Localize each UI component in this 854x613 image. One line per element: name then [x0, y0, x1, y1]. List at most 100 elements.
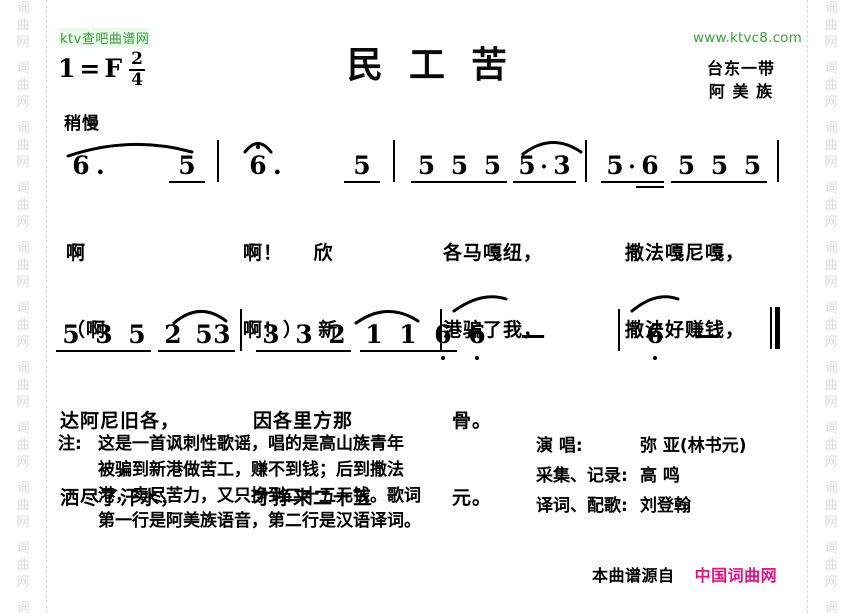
- lyrics-m2: 啊！ 欣 啊！） 新: [243, 190, 338, 395]
- watermark-group: 词曲网: [808, 120, 854, 180]
- note-m4-5: 5: [738, 153, 767, 184]
- time-signature-numerator: 2: [129, 49, 145, 71]
- note-m1-1: 6: [66, 153, 96, 184]
- low-octave-dot: [653, 356, 657, 360]
- staff-line-1: 6 . 5 6 .: [52, 136, 808, 188]
- source-attribution: 本曲谱源自 中国词曲网: [592, 562, 777, 586]
- note-number: 6: [646, 320, 664, 349]
- lyrics-m3: 各马嘎纽， 港骗了我，: [443, 190, 543, 395]
- note-m6-2: 3: [289, 320, 337, 353]
- lyrics-m7: 骨。 元。: [452, 358, 492, 563]
- staff-line-2: 5 3 5 2 5 3: [52, 295, 808, 360]
- note-number: 5: [417, 151, 436, 180]
- final-barline-thin: [770, 307, 772, 349]
- watermark-char: 词: [16, 241, 30, 256]
- lyrics-m4: 撒法嘎尼嘎， 撒法好赚钱，: [625, 190, 745, 395]
- note-m3-5: 3: [548, 153, 576, 184]
- lyric-row-1: 啊: [66, 242, 87, 265]
- watermark-char: 词: [824, 601, 838, 613]
- time-signature: 2 4: [129, 51, 145, 88]
- watermark-char: 曲: [16, 318, 30, 333]
- watermark-char: 词: [824, 421, 838, 436]
- key-tonic: 1: [58, 54, 76, 84]
- note-m2-1: 6: [243, 153, 273, 184]
- note-m5-2: 3: [89, 322, 137, 353]
- watermark-char: 网: [16, 335, 30, 350]
- augmentation-dot-m1: .: [96, 151, 105, 180]
- watermark-column-right: 词曲网词曲网词曲网词曲网词曲网词曲网词曲网词曲网词曲网词曲网词曲网: [807, 0, 854, 613]
- lyric-row-2: 洒尽了汗水，: [60, 487, 181, 510]
- low-octave-dot: [441, 356, 445, 360]
- credit-label: 演 唱:: [536, 436, 583, 456]
- final-barline: [770, 305, 780, 349]
- note-number: 3: [262, 320, 280, 349]
- note-m3-1: 5: [411, 151, 460, 184]
- watermark-char: 词: [824, 241, 838, 256]
- note-number: 5: [677, 151, 696, 180]
- note-m6-3: 2: [323, 320, 351, 353]
- lyrics-m5: 达阿尼旧各， 洒尽了汗水，: [60, 358, 180, 563]
- watermark-char: 词: [16, 121, 30, 136]
- lyric-row-1: 因各里方那: [253, 410, 354, 433]
- watermark-group: 词曲网: [808, 480, 854, 540]
- key-letter: F: [104, 54, 123, 84]
- note-number: 5: [518, 151, 536, 180]
- note-number: 3: [295, 320, 313, 349]
- barline-2: [393, 140, 395, 182]
- watermark-char: 网: [16, 395, 30, 410]
- barline-1: [217, 140, 219, 182]
- watermark-group: 词曲网: [808, 240, 854, 300]
- low-octave-dot: [475, 356, 479, 360]
- watermark-char: 词: [16, 301, 30, 316]
- barline-6: [440, 309, 442, 351]
- note-line: 第一行是阿美族语音，第二行是汉语译词。: [98, 511, 421, 532]
- barline-5: [240, 309, 242, 351]
- measure-5: 5 3 5 2 5 3: [52, 305, 240, 353]
- note-m3-2: 5: [444, 153, 493, 184]
- watermark-group: 词曲网: [0, 300, 46, 360]
- performance-note: 注: 这是一首讽刺性歌谣，唱的是高山族青年被骗到新港做苦工，赚不到钱；后到撒法港…: [58, 432, 538, 535]
- credit-label: 译词、配歌:: [536, 495, 628, 516]
- watermark-char: 网: [16, 455, 30, 470]
- watermark-char: 曲: [824, 318, 838, 333]
- note-number: 6: [249, 151, 267, 180]
- note-m5-6: 3: [210, 322, 234, 353]
- note-m2-2: 5: [344, 153, 380, 184]
- watermark-char: 词: [16, 541, 30, 556]
- lyrics-m1: 啊 （啊: [66, 190, 106, 395]
- watermark-char: 曲: [824, 18, 838, 33]
- note-number: 6: [72, 151, 90, 180]
- watermark-char: 词: [16, 1, 30, 16]
- watermark-char: 词: [16, 481, 30, 496]
- watermark-char: 网: [824, 515, 838, 530]
- watermark-char: 网: [824, 215, 838, 230]
- note-m4-2: 6: [636, 153, 664, 188]
- ktv-site-url: www.ktvc8.com: [692, 30, 802, 46]
- note-number: 2: [328, 320, 346, 349]
- watermark-group: 词曲网: [0, 540, 46, 600]
- watermark-char: 网: [16, 275, 30, 290]
- time-signature-denominator: 4: [131, 69, 143, 90]
- watermark-char: 曲: [16, 558, 30, 573]
- watermark-char: 曲: [16, 438, 30, 453]
- lyrics-m6: 因各里方那 才挣来二十五: [253, 358, 373, 563]
- note-m3-3: 5: [478, 153, 507, 184]
- credit-row: 采集、记录:高 鸣: [536, 462, 746, 492]
- barline-4: [777, 140, 779, 182]
- note-m5-1: 5: [56, 322, 104, 353]
- measure-7: 6 —: [442, 295, 618, 360]
- watermark-char: 网: [16, 575, 30, 590]
- note-m3-4: 5: [513, 151, 559, 184]
- watermark-char: 网: [824, 575, 838, 590]
- dot-glyph: ·: [628, 154, 636, 180]
- note-m8-1: 6: [642, 320, 668, 360]
- fermata-m2: [243, 138, 273, 154]
- note-m4-1: 5: [601, 153, 647, 184]
- lyric-row-1: 达阿尼旧各，: [60, 410, 181, 433]
- augmentation-dot-m4: ·: [621, 154, 661, 184]
- source-prefix: 本曲谱源自: [592, 566, 675, 585]
- credit-value: 刘登翰: [640, 495, 691, 516]
- watermark-char: 词: [16, 601, 30, 613]
- tempo-marking: 稍慢: [64, 114, 100, 134]
